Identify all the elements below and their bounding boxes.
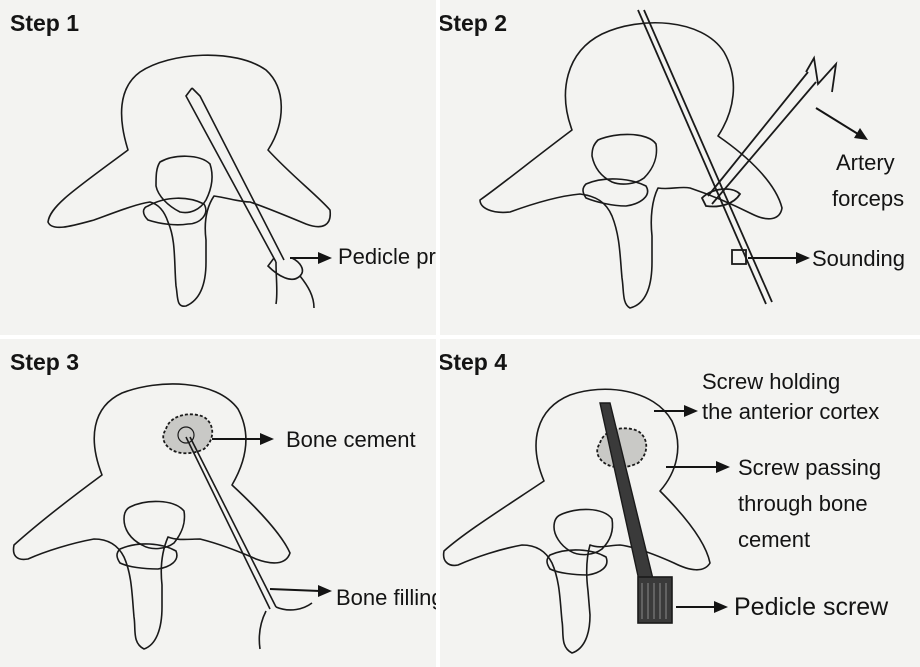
panel-step-3: Step 3 Bone cement Bone filling device <box>0 339 436 667</box>
label-screw-holding-line-2: the anterior cortex <box>702 399 879 424</box>
panel-step-4: Step 4 Screw holding the anterior cortex… <box>440 339 920 667</box>
arrow-bone-filling-device <box>0 339 436 667</box>
panel-step-2: Step 2 Artery forceps Sounding <box>440 0 920 335</box>
arrow-sounding <box>440 0 920 335</box>
label-bone-filling-device: Bone filling device <box>336 585 436 610</box>
label-sounding: Sounding <box>812 246 905 271</box>
label-screw-passing-line-3: cement <box>738 527 810 552</box>
label-screw-holding-line-1: Screw holding <box>702 369 840 394</box>
label-screw-passing-line-2: through bone <box>738 491 868 516</box>
label-pedicle-screw: Pedicle screw <box>734 593 888 621</box>
label-pedicle-probe: Pedicle probe <box>338 244 436 269</box>
divider-horizontal <box>0 335 920 339</box>
arrow-pedicle-probe <box>0 0 436 335</box>
divider-vertical <box>436 0 440 667</box>
label-screw-passing-line-1: Screw passing <box>738 455 881 480</box>
panel-step-1: Step 1 Pedicle probe <box>0 0 436 335</box>
